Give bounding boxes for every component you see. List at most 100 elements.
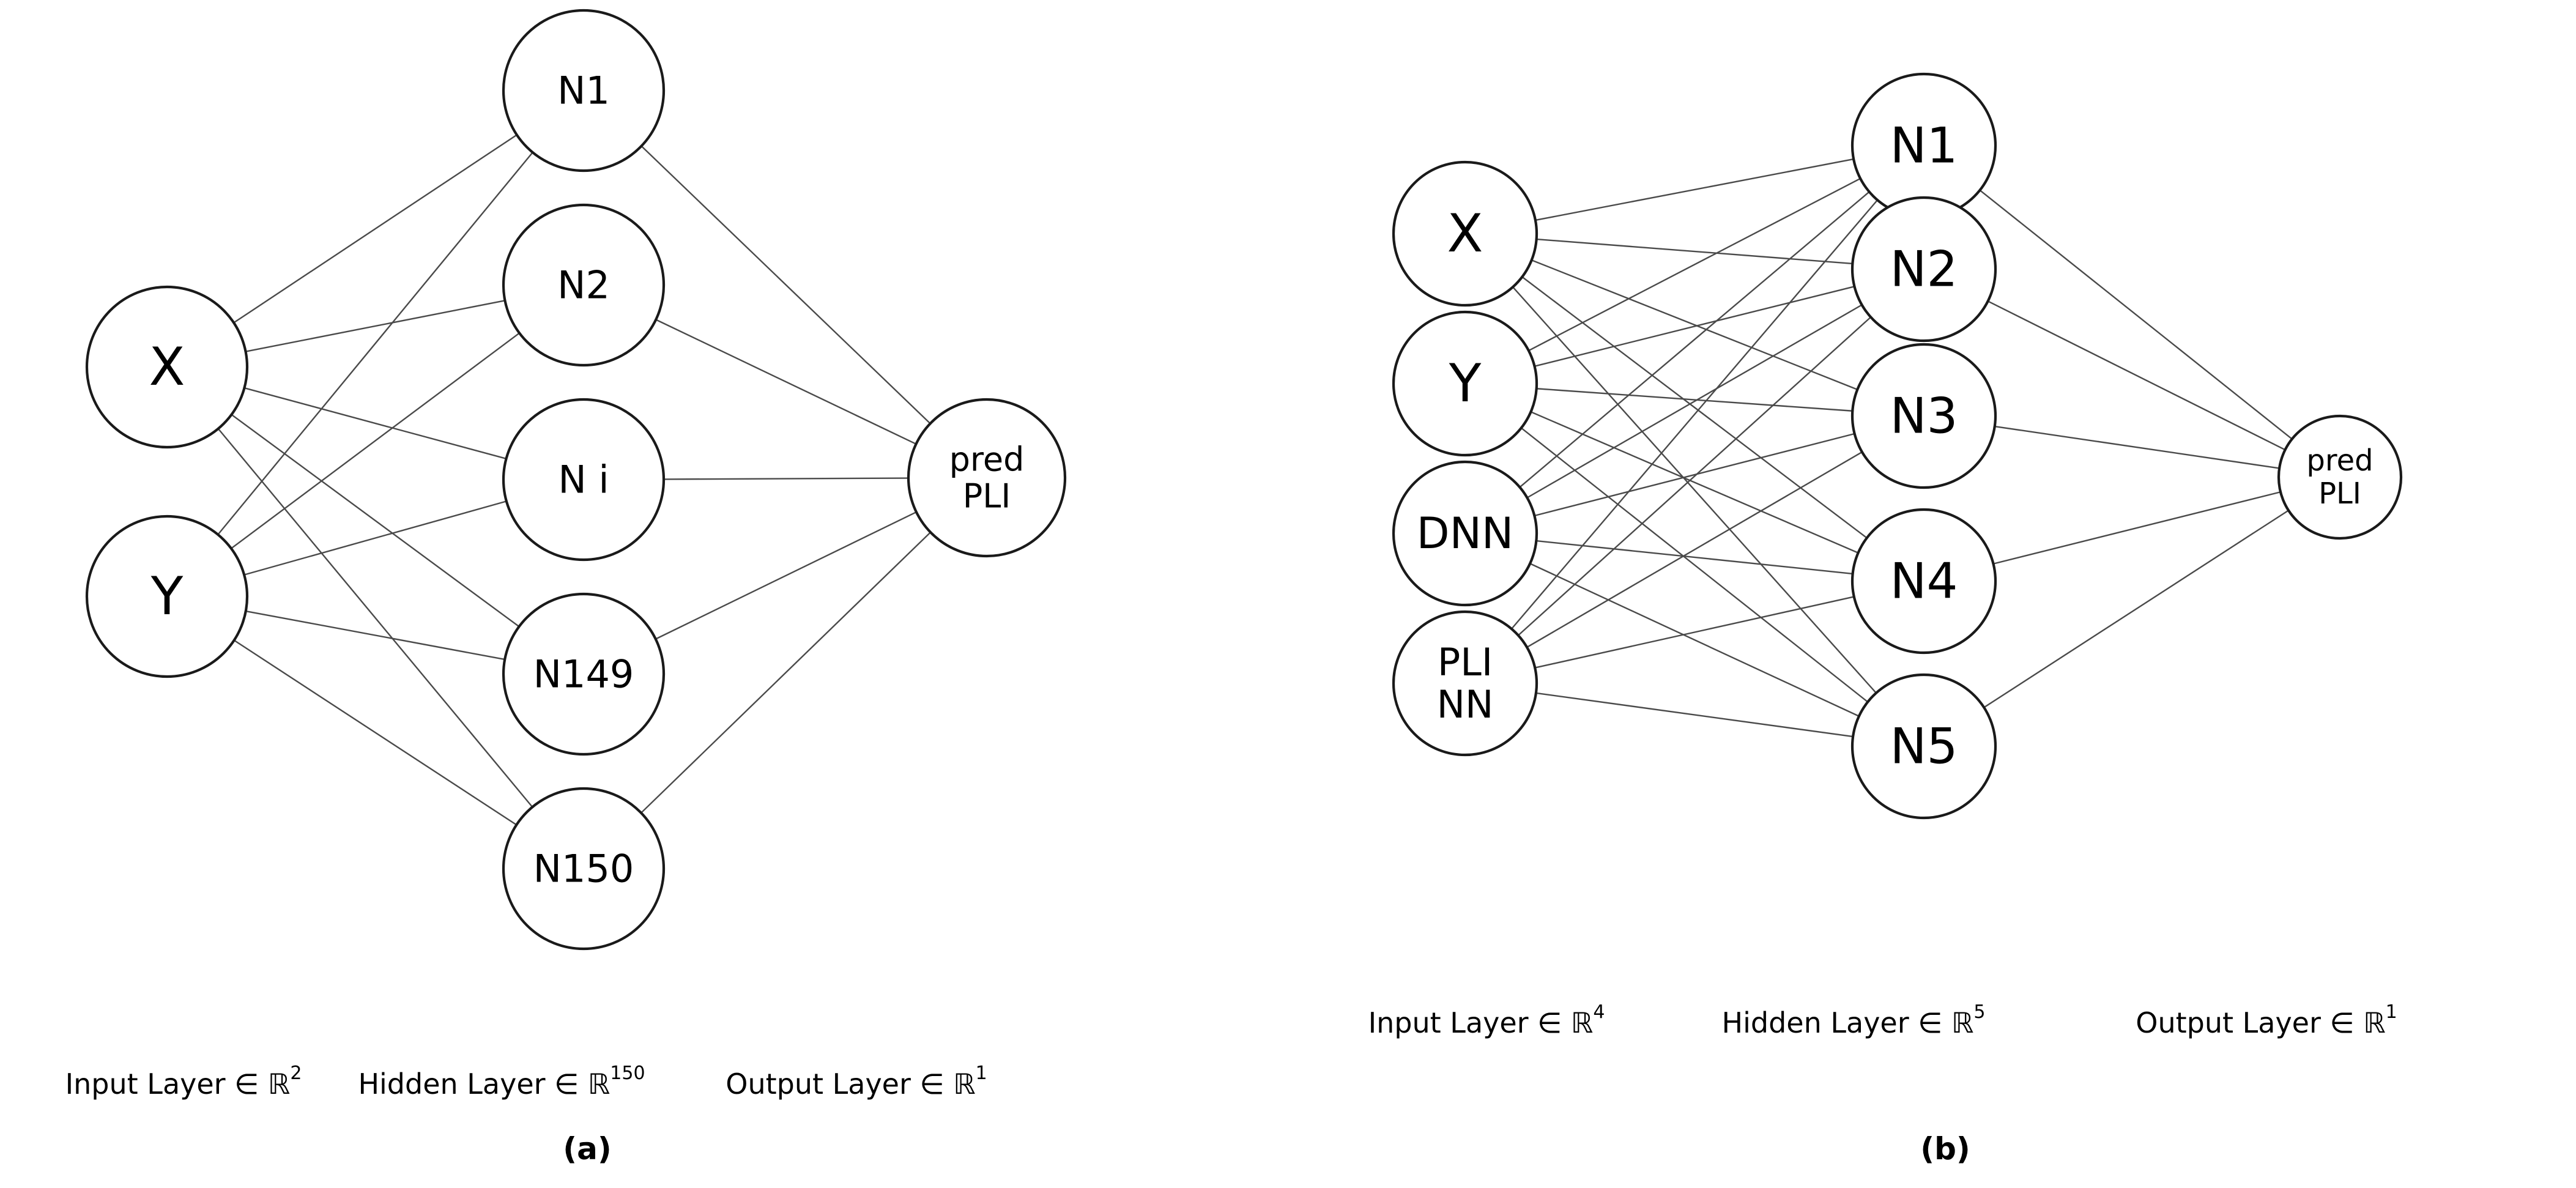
edge-input0-hidden4 <box>217 428 533 807</box>
node-b-out-pred-label: PLI <box>2318 477 2361 511</box>
node-a-in-y: Y <box>85 514 249 678</box>
edge-input0-hidden2 <box>244 387 507 459</box>
node-b-h-n3: N3 <box>1850 343 1997 489</box>
node-a-in-x-label: X <box>149 336 185 398</box>
edge-input2-hidden1 <box>1526 304 1863 499</box>
node-b-h-n1-label: N1 <box>1890 117 1958 174</box>
edge-input1-hidden3 <box>245 610 505 661</box>
edge-input1-hidden1 <box>1534 286 1855 367</box>
edge-input3-hidden0 <box>1511 199 1878 629</box>
node-b-in-x-label: X <box>1447 203 1483 264</box>
edge-input0-hidden1 <box>245 300 505 352</box>
node-a-out-pred-label: pred <box>949 440 1025 478</box>
edge-input1-hidden2 <box>1536 388 1853 412</box>
node-b-out-pred-label: pred <box>2306 444 2373 478</box>
edge-input0-hidden2 <box>1531 259 1858 390</box>
edge-hidden4-output0 <box>1983 510 2289 708</box>
node-b-h-n4-circle <box>1850 508 1997 655</box>
edge-input2-hidden0 <box>1519 191 1870 488</box>
edge-input0-hidden4 <box>1512 286 1877 694</box>
node-b-h-n2-label: N2 <box>1890 241 1958 298</box>
edge-hidden4-output0 <box>640 532 931 814</box>
node-a-h-n1-circle <box>502 9 666 173</box>
hidden-layer-caption: Hidden Layer ∈ ℝ150 <box>358 1063 645 1101</box>
node-a-h-n150-circle <box>502 787 666 951</box>
node-b-in-pli-circle <box>1392 610 1539 757</box>
node-a-in-y-circle <box>85 514 249 678</box>
input-layer-caption: Input Layer ∈ ℝ4 <box>1368 1001 1605 1040</box>
node-b-in-x-circle <box>1392 160 1539 307</box>
node-b-in-y-circle <box>1392 310 1539 457</box>
node-a-h-n149-label: N149 <box>533 652 634 697</box>
node-a-h-n150: N150 <box>502 787 666 951</box>
edge-input3-hidden2 <box>1526 451 1863 648</box>
node-b-h-n5: N5 <box>1850 673 1997 820</box>
node-a-h-n2-circle <box>502 203 666 367</box>
node-b-h-n4: N4 <box>1850 508 1997 655</box>
node-a-h-n150-label: N150 <box>533 847 634 891</box>
edge-input1-hidden1 <box>231 332 520 549</box>
panel-letter-a: (a) <box>563 1131 611 1167</box>
node-b-out-pred-circle <box>2277 414 2403 540</box>
input-layer-caption: Input Layer ∈ ℝ2 <box>65 1063 302 1101</box>
panel-letter-b: (b) <box>1920 1131 1970 1167</box>
edge-input2-hidden4 <box>1529 563 1860 717</box>
node-b-in-dnn: DNN <box>1392 460 1539 607</box>
node-b-h-n2: N2 <box>1850 196 1997 343</box>
node-b-h-n3-label: N3 <box>1890 388 1958 445</box>
edge-input0-hidden3 <box>231 414 520 628</box>
edge-hidden3-output0 <box>655 511 917 640</box>
edge-input0-hidden0 <box>1535 158 1854 221</box>
node-a-in-x-circle <box>85 285 249 449</box>
edge-input2-hidden2 <box>1534 433 1855 517</box>
edge-hidden0-output0 <box>640 145 931 425</box>
node-b-in-dnn-circle <box>1392 460 1539 607</box>
node-a-out-pred-label: PLI <box>963 477 1011 516</box>
edge-hidden2-output0 <box>663 477 909 480</box>
node-b-h-n5-label: N5 <box>1890 718 1958 775</box>
edge-input0-hidden1 <box>1536 238 1853 265</box>
node-b-in-x: X <box>1392 160 1539 307</box>
edge-hidden0-output0 <box>1979 189 2293 440</box>
node-a-out-pred-circle <box>907 398 1067 558</box>
edge-input1-hidden0 <box>1528 177 1861 352</box>
node-a-h-ni-circle <box>502 398 666 562</box>
node-a-h-n2-label: N2 <box>557 263 610 308</box>
edge-input1-hidden4 <box>1521 427 1868 703</box>
node-b-in-pli-label: PLI <box>1438 640 1493 685</box>
edge-input2-hidden3 <box>1536 540 1853 575</box>
node-b-h-n4-label: N4 <box>1890 553 1958 610</box>
edge-input1-hidden2 <box>243 500 507 576</box>
node-a-h-n149-circle <box>502 592 666 756</box>
node-a-h-ni: N i <box>502 398 666 562</box>
edge-input1-hidden3 <box>1530 411 1859 554</box>
node-b-h-n5-circle <box>1850 673 1997 820</box>
edge-input1-hidden4 <box>234 639 517 826</box>
node-b-in-y: Y <box>1392 310 1539 457</box>
edge-input3-hidden1 <box>1518 316 1871 636</box>
output-layer-caption: Output Layer ∈ ℝ1 <box>726 1063 987 1101</box>
node-a-in-y-label: Y <box>150 566 184 627</box>
edge-hidden1-output0 <box>1988 300 2286 451</box>
node-b-h-n3-circle <box>1850 343 1997 489</box>
edge-input0-hidden0 <box>233 134 518 324</box>
node-a-h-n1: N1 <box>502 9 666 173</box>
edge-hidden2-output0 <box>1994 425 2280 469</box>
edge-input3-hidden4 <box>1535 692 1854 738</box>
node-b-h-n1: N1 <box>1850 72 1997 219</box>
output-layer-caption: Output Layer ∈ ℝ1 <box>2136 1001 2397 1040</box>
node-a-in-x: X <box>85 285 249 449</box>
node-b-in-dnn-label: DNN <box>1417 508 1514 559</box>
node-a-h-n149: N149 <box>502 592 666 756</box>
node-b-in-pli-label: NN <box>1437 682 1494 727</box>
edge-input0-hidden3 <box>1521 276 1868 539</box>
edge-input3-hidden3 <box>1534 596 1855 669</box>
node-b-in-y-label: Y <box>1449 353 1482 414</box>
